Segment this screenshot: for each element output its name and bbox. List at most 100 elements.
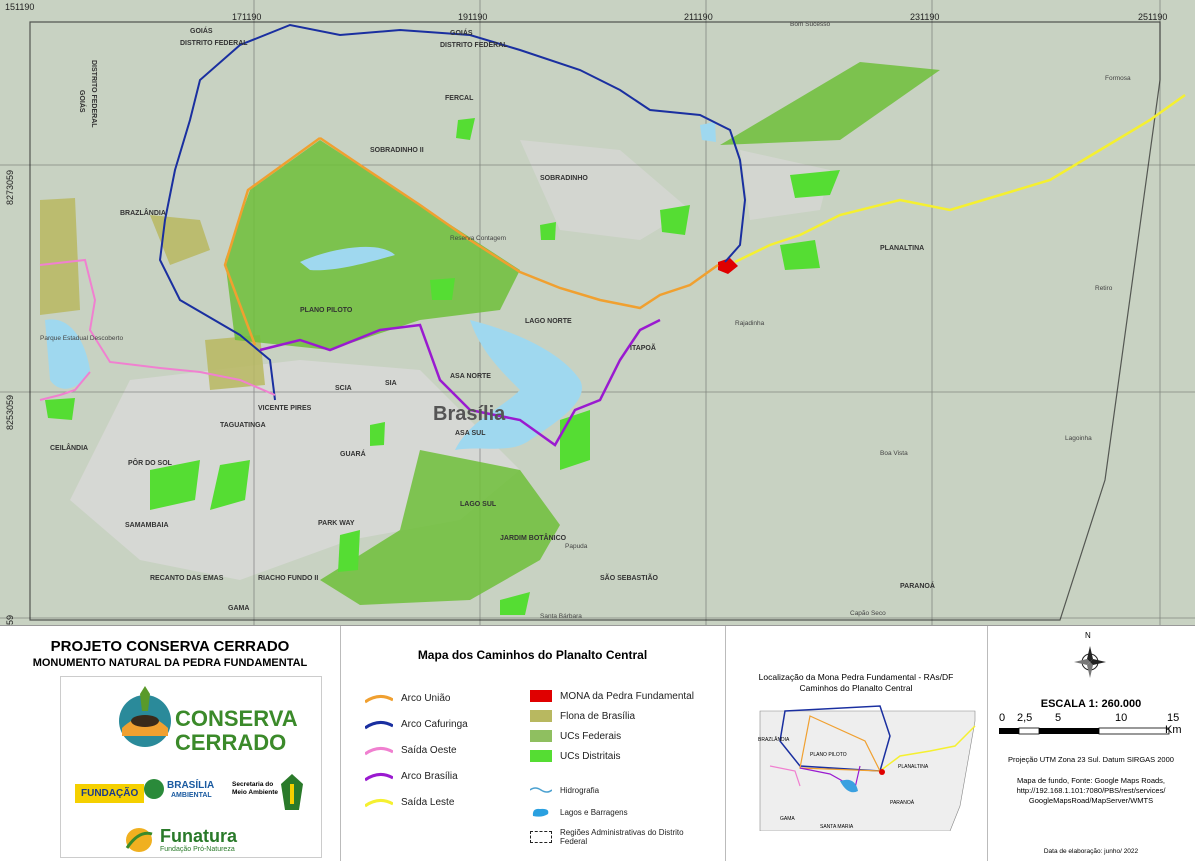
svg-text:PARANOÁ: PARANOÁ (900, 581, 935, 590)
svg-text:DISTRITO FEDERAL: DISTRITO FEDERAL (180, 40, 248, 47)
scale-bar (999, 727, 1170, 735)
svg-text:GUARÁ: GUARÁ (340, 449, 366, 458)
label-brasilia: Brasília (433, 403, 506, 425)
grid-x-label: 231190 (910, 12, 940, 22)
partner-fundacao: FUNDAÇÃO (75, 784, 145, 803)
svg-text:DISTRITO FEDERAL: DISTRITO FEDERAL (90, 60, 97, 128)
svg-text:GOIÁS: GOIÁS (78, 90, 87, 113)
svg-text:BRAZLÂNDIA: BRAZLÂNDIA (120, 208, 166, 217)
svg-text:PÔR DO SOL: PÔR DO SOL (128, 458, 173, 467)
logo-cerrado: CERRADO (175, 730, 287, 755)
scale-title: ESCALA 1: 260.000 (1040, 698, 1142, 710)
grid-x-label: 251190 (1138, 12, 1168, 22)
flona-area (205, 335, 265, 390)
df-boundary (29, 21, 1161, 621)
svg-text:PLANALTINA: PLANALTINA (898, 764, 929, 770)
route-arco-cafuringa[interactable] (158, 23, 747, 401)
scale-unit: Km (1165, 724, 1182, 736)
svg-text:PARK WAY: PARK WAY (318, 520, 355, 527)
svg-text:JARDIM BOTÂNICO: JARDIM BOTÂNICO (500, 533, 567, 542)
projection-text: Projeção UTM Zona 23 Sul. Datum SIRGAS 2… (1008, 755, 1174, 764)
flona-area (40, 198, 80, 315)
legend-item-mona: MONA da Pedra Fundamental (530, 690, 694, 702)
funatura-sub: Fundação Pró-Natureza (160, 846, 235, 853)
legend-line-swatch (365, 721, 393, 730)
legend-box-swatch (530, 750, 552, 762)
svg-text:SOBRADINHO II: SOBRADINHO II (370, 147, 424, 154)
mona-pedra-fundamental[interactable] (718, 258, 738, 274)
grid-x-label: 191190 (458, 12, 488, 22)
svg-text:SCIA: SCIA (335, 385, 352, 392)
svg-text:PLANO PILOTO: PLANO PILOTO (810, 752, 847, 758)
svg-text:Capão Seco: Capão Seco (850, 610, 886, 617)
route-arco-uniao-west[interactable] (223, 136, 321, 346)
legend-line-swatch (365, 773, 393, 782)
partner-brasilia-ambiental-sub: AMBIENTAL (171, 792, 212, 799)
scale-panel: N ESCALA 1: 260.000 0 2,5 5 10 15 Km Pro… (987, 626, 1195, 861)
inset-title-2: Caminhos do Planalto Central (799, 683, 913, 693)
map-canvas: FERCAL SOBRADINHO II SOBRADINHO BRAZLÂND… (0, 0, 1195, 625)
svg-text:GAMA: GAMA (228, 605, 249, 612)
legend-title: Mapa dos Caminhos do Planalto Central (417, 648, 648, 662)
legend-item-saida-leste: Saída Leste (365, 796, 454, 808)
svg-text:TAGUATINGA: TAGUATINGA (220, 422, 266, 429)
legend-panel: Mapa dos Caminhos do Planalto Central Ar… (340, 626, 726, 861)
legend-item-flona: Flona de Brasília (530, 710, 635, 722)
conserva-cerrado-logo-icon (119, 686, 171, 747)
water-bodies (45, 122, 716, 450)
river-icon (530, 787, 552, 793)
partner-brasilia-ambiental: BRASÍLIA (167, 780, 215, 791)
legend-item-ucs-distritais: UCs Distritais (530, 750, 621, 762)
legend-box-swatch (530, 730, 552, 742)
project-title: PROJETO CONSERVA CERRADO (50, 638, 290, 655)
svg-text:SAMAMBAIA: SAMAMBAIA (125, 522, 169, 529)
legend-line-swatch (365, 695, 393, 704)
federal-uc-area (720, 62, 940, 145)
federal-uc-area (320, 450, 560, 605)
svg-text:VICENTE PIRES: VICENTE PIRES (258, 405, 312, 412)
legend-line-swatch (365, 747, 393, 756)
legend-item-lagos: Lagos e Barragens (530, 806, 628, 818)
svg-text:SIA: SIA (385, 380, 397, 387)
distrital-ucs (45, 118, 840, 615)
grid-x-label: 211190 (684, 12, 713, 22)
svg-text:Formosa: Formosa (1105, 75, 1131, 82)
source-line-2: http://192.168.1.101:7080/PBS/rest/servi… (1016, 786, 1166, 795)
project-subtitle: MONUMENTO NATURAL DA PEDRA FUNDAMENTAL (32, 657, 308, 669)
svg-text:LAGO SUL: LAGO SUL (460, 501, 497, 508)
legend-box-swatch (530, 690, 552, 702)
legend-item-arco-brasilia: Arco Brasília (365, 770, 458, 782)
svg-text:Parque Estadual Descoberto: Parque Estadual Descoberto (40, 335, 123, 342)
svg-text:PLANALTINA: PLANALTINA (880, 245, 924, 252)
inset-panel: Localização da Mona Pedra Fundamental - … (725, 626, 988, 861)
route-arco-uniao[interactable] (319, 136, 719, 310)
north-arrow-icon (1074, 646, 1106, 678)
inset-map[interactable]: BRAZLÂNDIA PLANO PILOTO PLANALTINA PARAN… (740, 696, 980, 831)
svg-text:FERCAL: FERCAL (445, 95, 474, 102)
gdf-seal-icon (281, 774, 303, 810)
legend-line-swatch (365, 799, 393, 808)
svg-text:LAGO NORTE: LAGO NORTE (525, 318, 572, 325)
legend-item-hidrografia: Hidrografia (530, 784, 599, 796)
svg-text:SOBRADINHO: SOBRADINHO (540, 175, 588, 182)
grid-x-label: 151190 (5, 2, 35, 12)
legend-item-arco-cafuringa: Arco Cafuringa (365, 718, 468, 730)
svg-text:GOIÁS: GOIÁS (450, 28, 473, 37)
legend-item-ucs-federais: UCs Federais (530, 730, 621, 742)
funatura-logo: Funatura (160, 826, 238, 846)
route-arco-brasilia[interactable] (259, 318, 661, 447)
svg-text:Rajadinha: Rajadinha (735, 320, 765, 327)
brasilia-ambiental-icon (144, 779, 164, 799)
legend-item-saida-oeste: Saída Oeste (365, 744, 457, 756)
inset-title-1: Localização da Mona Pedra Fundamental - … (758, 672, 954, 682)
svg-text:Bom Sucesso: Bom Sucesso (790, 21, 830, 28)
partner-secretaria: Secretaria do Meio Ambiente (232, 781, 278, 796)
grid-lines (0, 0, 1195, 625)
svg-text:DISTRITO FEDERAL: DISTRITO FEDERAL (440, 42, 508, 49)
funatura-bird-icon (125, 828, 153, 852)
source-line-3: GoogleMapsRoad/MapServer/WMTS (1028, 796, 1154, 805)
route-saida-leste[interactable] (734, 93, 1186, 264)
route-saida-oeste[interactable] (39, 258, 276, 396)
route-saida-oeste-south[interactable] (39, 371, 91, 401)
map-view[interactable]: FERCAL SOBRADINHO II SOBRADINHO BRAZLÂND… (0, 0, 1195, 650)
